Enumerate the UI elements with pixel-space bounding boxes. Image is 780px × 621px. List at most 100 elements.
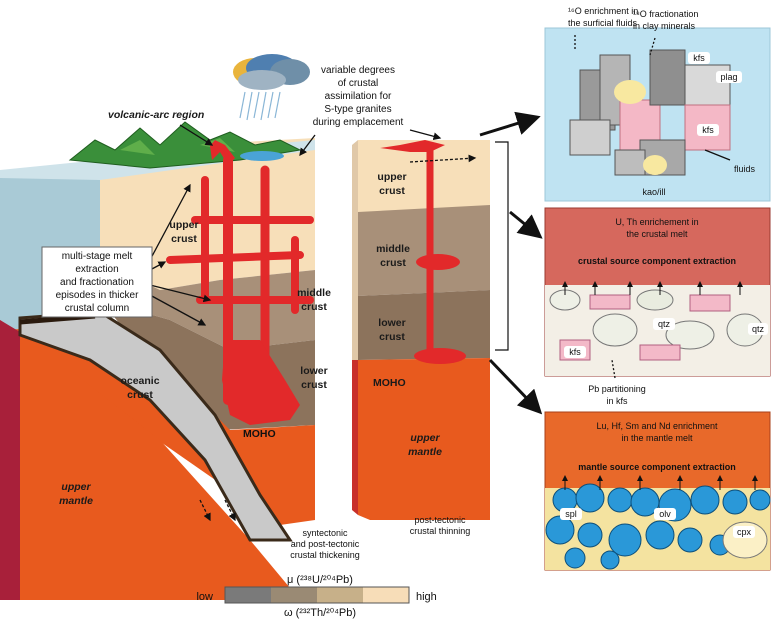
svg-text:post-tectonic: post-tectonic: [414, 515, 466, 525]
svg-text:the crustal melt: the crustal melt: [626, 229, 688, 239]
svg-text:U, Th enrichement in: U, Th enrichement in: [615, 217, 698, 227]
right-lower-crust-label: lower crust: [378, 317, 405, 343]
oceanic-crust: [18, 310, 293, 542]
mid-up-arrows: [562, 281, 743, 295]
svg-text:crust: crust: [301, 301, 327, 313]
right-mantle-edge: [352, 360, 358, 515]
svg-text:crust: crust: [127, 389, 153, 401]
qtz-right-pill: qtz: [748, 323, 768, 335]
svg-text:assimilation for: assimilation for: [325, 91, 392, 102]
svg-text:Pb partitioning: Pb partitioning: [588, 384, 646, 394]
syntectonic-label: syntectonic and post-tectonic crustal th…: [290, 528, 360, 560]
callout-arrows: [149, 35, 731, 522]
svg-text:lower: lower: [378, 317, 405, 329]
olv-pill: olv: [654, 508, 676, 520]
panel-top: [544, 27, 771, 202]
low-label: low: [196, 591, 213, 603]
svg-text:cpx: cpx: [737, 527, 752, 537]
svg-text:and fractionation: and fractionation: [60, 277, 134, 288]
mu-label: μ (²³⁸U/²⁰⁴Pb): [287, 574, 353, 586]
right-column-side: [352, 140, 358, 360]
right-column: [352, 140, 490, 520]
right-upper-mantle-label: upper mantle: [408, 432, 442, 458]
svg-text:qtz: qtz: [752, 324, 765, 334]
bracket: [495, 141, 509, 351]
bot-up-arrows: [562, 475, 758, 490]
right-upper-crust-label: upper crust: [377, 171, 406, 197]
svg-text:syntectonic: syntectonic: [302, 528, 348, 538]
svg-text:middle: middle: [376, 243, 410, 255]
svg-text:and post-tectonic: and post-tectonic: [291, 539, 360, 549]
left-melt-pool: [222, 340, 300, 425]
svg-text:in the mantle melt: in the mantle melt: [621, 433, 693, 443]
left-upper-mantle-label: upper mantle: [59, 481, 93, 507]
svg-text:extraction: extraction: [75, 264, 118, 275]
right-melt-conduit: [380, 140, 466, 364]
panel-bottom: [544, 411, 771, 571]
svg-text:upper: upper: [169, 219, 198, 231]
svg-text:lower: lower: [300, 365, 327, 377]
left-moho-label: MOHO: [243, 428, 276, 440]
cpx-pill: cpx: [733, 526, 755, 538]
svg-text:crust: crust: [380, 257, 406, 269]
svg-text:¹⁶O enrichment in: ¹⁶O enrichment in: [568, 6, 638, 16]
left-lower-crust-label: lower crust: [300, 365, 327, 391]
bot-crystals: [545, 483, 771, 570]
svg-text:episodes in thicker: episodes in thicker: [56, 290, 139, 301]
mineral-cluster: [569, 49, 731, 176]
high-label: high: [416, 591, 437, 603]
svg-text:upper: upper: [61, 481, 91, 493]
svg-text:during emplacement: during emplacement: [313, 117, 404, 128]
svg-text:olv: olv: [659, 509, 671, 519]
assimilation-label: variable degrees of crustal assimilation…: [313, 65, 404, 128]
panel-bottom-labels: Lu, Hf, Sm and Nd enrichment in the mant…: [560, 421, 755, 538]
svg-text:kfs: kfs: [569, 347, 581, 357]
svg-text:of crustal: of crustal: [338, 78, 379, 89]
svg-text:crust: crust: [379, 331, 405, 343]
left-mantle-lower: [0, 320, 300, 600]
svg-text:S-type granites: S-type granites: [324, 104, 391, 115]
svg-text:in kfs: in kfs: [606, 396, 628, 406]
legend-swatch-1: [225, 587, 271, 603]
svg-text:oceanic: oceanic: [120, 375, 159, 387]
legend-swatch-4: [363, 587, 409, 603]
right-moho-label: MOHO: [373, 377, 406, 389]
left-middle-crust-label: middle crust: [297, 287, 331, 313]
svg-text:mantle: mantle: [59, 495, 93, 507]
svg-text:crust: crust: [379, 185, 405, 197]
svg-text:multi-stage melt: multi-stage melt: [62, 251, 133, 262]
svg-text:kao/ill: kao/ill: [642, 187, 665, 197]
spl-pill: spl: [560, 508, 582, 520]
panel-top-labels: ¹⁶O enrichment in the surficial fluids ¹…: [568, 6, 756, 197]
kfs-mid-pill: kfs: [697, 124, 719, 136]
svg-text:crust: crust: [301, 379, 327, 391]
kfs-mid-panel-pill: kfs: [564, 346, 586, 358]
left-upper-crust-label: upper crust: [169, 219, 198, 245]
left-melt-conduits: [166, 155, 314, 405]
svg-text:crustal column: crustal column: [65, 303, 129, 314]
panel-arrows: [479, 111, 543, 415]
legend-swatch-2: [271, 587, 317, 603]
svg-text:crust: crust: [171, 233, 197, 245]
left-mantle-edge: [0, 320, 20, 600]
svg-text:mantle: mantle: [408, 446, 442, 458]
svg-text:variable degrees: variable degrees: [321, 65, 395, 76]
volcanic-arc-label: volcanic-arc region: [108, 109, 204, 121]
svg-text:in clay minerals: in clay minerals: [633, 21, 696, 31]
svg-text:crustal thickening: crustal thickening: [290, 550, 360, 560]
multistage-box: [41, 246, 153, 318]
svg-text:crustal thinning: crustal thinning: [410, 526, 471, 536]
oceanic-crust-label: oceanic crust: [120, 375, 159, 401]
svg-text:¹⁸O fractionation: ¹⁸O fractionation: [633, 9, 698, 19]
svg-text:kfs: kfs: [693, 53, 705, 63]
right-lower-crust: [358, 290, 490, 360]
legend-swatch-3: [317, 587, 363, 603]
legend: μ (²³⁸U/²⁰⁴Pb) low high ω (²³²Th/²⁰⁴Pb): [196, 574, 436, 619]
right-middle-crust: [358, 205, 490, 296]
kfs-top-pill: kfs: [688, 52, 710, 64]
svg-text:upper: upper: [377, 171, 406, 183]
svg-text:upper: upper: [410, 432, 440, 444]
svg-text:spl: spl: [565, 509, 577, 519]
omega-label: ω (²³²Th/²⁰⁴Pb): [284, 607, 356, 619]
